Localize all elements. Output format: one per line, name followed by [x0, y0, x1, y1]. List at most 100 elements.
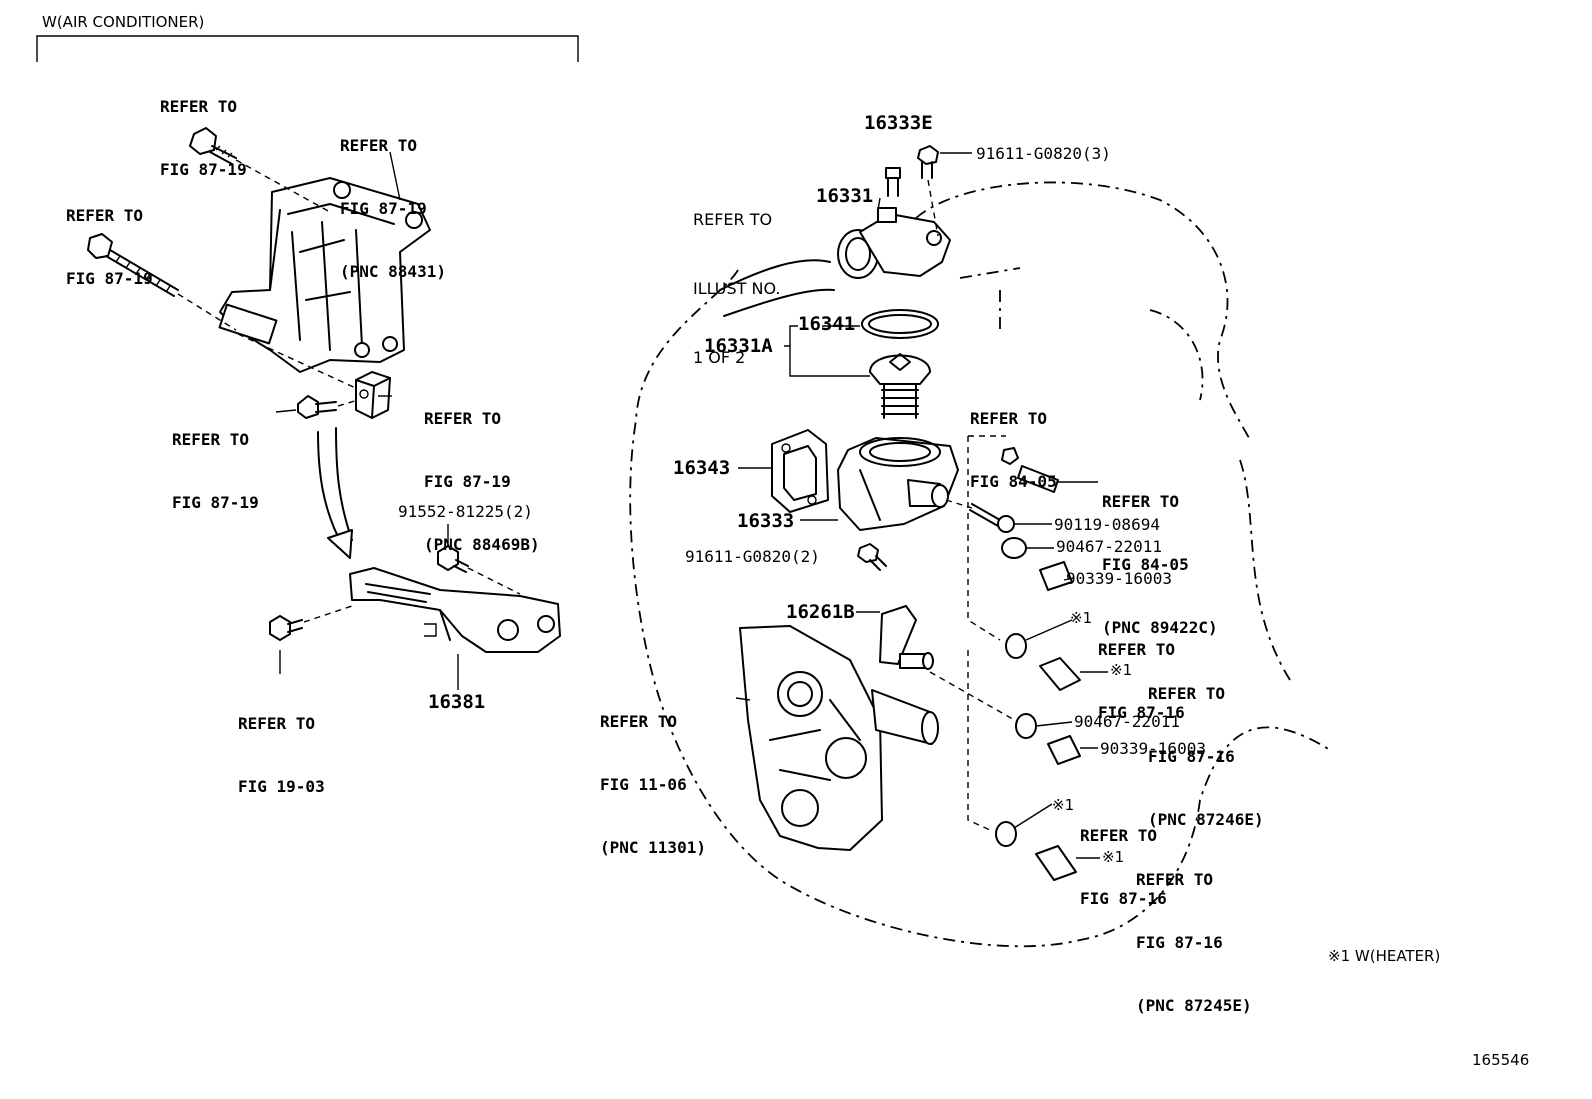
water-outlet-housing-drawing: [837, 437, 959, 531]
leader-dash: [303, 605, 353, 623]
radiator-hose-drawing: [719, 259, 835, 317]
assembly-arrow: [317, 427, 353, 549]
refer-line: FIG 87-16: [1148, 747, 1235, 766]
engine-outline-upper: [915, 181, 1251, 441]
housing-gasket-drawing: [771, 429, 829, 513]
leader-dash: [237, 333, 361, 391]
heater-mark: ※1: [1102, 848, 1125, 866]
compressor-bracket-drawing: [218, 177, 431, 373]
bypass-pipe-drawing: [879, 605, 934, 670]
refer-line: FIG 84-05: [970, 472, 1057, 491]
leader-dash: [945, 499, 973, 509]
refer-line: (PNC 11301): [600, 838, 706, 857]
refer-line: FIG 87-19: [340, 199, 427, 218]
refer-to-fig-87-16-a[interactable]: REFER TO FIG 87-16: [1098, 597, 1185, 744]
temp-sensor-drawing: [1001, 447, 1059, 493]
part-16333[interactable]: 16333: [737, 510, 795, 532]
refer-line: 1 OF 2: [693, 348, 746, 367]
part-90339-16003-b[interactable]: 90339-16003: [1100, 739, 1206, 758]
refer-line: FIG 84-05: [1102, 555, 1189, 574]
refer-to-fig-87-19-small-bolt[interactable]: REFER TO FIG 87-19: [172, 387, 259, 534]
refer-line: FIG 87-16: [1098, 703, 1185, 722]
refer-line: REFER TO: [340, 136, 418, 155]
part-90119-08694[interactable]: 90119-08694: [1054, 515, 1160, 534]
assembly-arrow-head: [327, 529, 353, 559]
leader-lines: [275, 151, 1108, 859]
part-91552-81225[interactable]: 91552-81225(2): [398, 502, 533, 521]
refer-to-fig-84-05-sensor[interactable]: REFER TO FIG 84-05 (PNC 89422C): [1102, 449, 1218, 659]
refer-line: REFER TO: [424, 409, 502, 428]
refer-line: (PNC 89422C): [1102, 618, 1218, 637]
part-16343[interactable]: 16343: [673, 457, 731, 479]
gasket-ring-drawing: [861, 309, 939, 339]
part-91611-G0820-3[interactable]: 91611-G0820(3): [976, 144, 1111, 163]
part-16331A[interactable]: 16331A: [704, 335, 773, 357]
engine-outline-side: [1149, 309, 1291, 681]
heater-mark: ※1: [1052, 796, 1075, 814]
bolt-91611-3-drawing: [917, 145, 939, 179]
refer-to-fig-87-16-pnc-87246e[interactable]: REFER TO FIG 87-16 (PNC 87246E): [1148, 641, 1264, 851]
part-90467-22011-b[interactable]: 90467-22011: [1074, 712, 1180, 731]
part-91611-G0820-2[interactable]: 91611-G0820(2): [685, 547, 820, 566]
part-90339-16003-a[interactable]: 90339-16003: [1066, 569, 1172, 588]
water-inlet-drawing: [837, 207, 951, 279]
refer-line: REFER TO: [238, 714, 316, 733]
refer-line: REFER TO: [172, 430, 250, 449]
hose-drawing: [1035, 845, 1077, 881]
refer-to-illust-1-of-2[interactable]: REFER TO ILLUST NO. 1 OF 2: [693, 162, 780, 392]
part-90467-22011-a[interactable]: 90467-22011: [1056, 537, 1162, 556]
refer-to-fig-87-16-pnc-87245e[interactable]: REFER TO FIG 87-16 (PNC 87245E): [1136, 827, 1252, 1037]
refer-line: FIG 87-19: [172, 493, 259, 512]
refer-line: REFER TO: [160, 97, 238, 116]
refer-to-fig-87-19-upper-bolt[interactable]: REFER TO FIG 87-19: [160, 54, 247, 201]
refer-to-fig-87-19-bracket[interactable]: REFER TO FIG 87-19 (PNC 88431): [340, 93, 446, 303]
section-title: W(AIR CONDITIONER): [42, 13, 205, 31]
leader-dash: [235, 159, 331, 213]
refer-line: FIG 87-19: [66, 269, 153, 288]
section-bracket: [36, 35, 579, 62]
refer-line: REFER TO: [970, 409, 1048, 428]
small-bolt-drawing: [297, 395, 337, 419]
cap-drawing: [1047, 735, 1081, 765]
part-16341[interactable]: 16341: [798, 313, 856, 335]
refer-line: FIG 19-03: [238, 777, 325, 796]
spacer-block-drawing: [355, 371, 391, 419]
refer-line: (PNC 88469B): [424, 535, 540, 554]
refer-to-fig-87-16-b[interactable]: REFER TO FIG 87-16: [1080, 783, 1167, 930]
part-16261B[interactable]: 16261B: [786, 601, 855, 623]
part-16331[interactable]: 16331: [816, 185, 874, 207]
engine-outline-detail: [959, 267, 1021, 330]
refer-line: REFER TO: [1148, 684, 1226, 703]
heater-mark: ※1: [1110, 661, 1133, 679]
alternator-adjust-bar-drawing: [349, 567, 561, 653]
refer-line: FIG 87-19: [160, 160, 247, 179]
refer-to-fig-11-06[interactable]: REFER TO FIG 11-06 (PNC 11301): [600, 669, 706, 879]
illustration-number: 165546: [1472, 1051, 1530, 1069]
refer-line: REFER TO: [1136, 870, 1214, 889]
refer-line: REFER TO: [66, 206, 144, 225]
part-16333E[interactable]: 16333E: [864, 112, 933, 134]
thermostat-drawing: [869, 353, 931, 419]
bolt-upper-drawing: [189, 127, 237, 165]
refer-line: REFER TO: [1080, 826, 1158, 845]
refer-to-fig-87-19-spacer[interactable]: REFER TO FIG 87-19 (PNC 88469B): [424, 366, 540, 576]
clamp-drawing: [1015, 713, 1037, 739]
refer-line: REFER TO: [693, 210, 773, 229]
bolt-lower-drawing: [269, 615, 303, 641]
engine-outline-lower: [629, 269, 1331, 948]
heater-mark: ※1: [1070, 609, 1093, 627]
part-16381[interactable]: 16381: [428, 691, 486, 713]
refer-line: (PNC 87246E): [1148, 810, 1264, 829]
refer-line: FIG 11-06: [600, 775, 687, 794]
refer-to-fig-84-05-a[interactable]: REFER TO FIG 84-05: [970, 366, 1057, 513]
leader-dash: [927, 179, 939, 237]
hose-drawing: [1039, 657, 1081, 691]
refer-to-fig-87-19-long-bolt[interactable]: REFER TO FIG 87-19: [66, 163, 153, 310]
refer-line: (PNC 88431): [340, 262, 446, 281]
refer-line: FIG 87-16: [1136, 933, 1223, 952]
bolt-16333E-drawing: [885, 167, 901, 197]
refer-to-fig-19-03[interactable]: REFER TO FIG 19-03: [238, 671, 325, 818]
leader-dash: [929, 671, 1019, 723]
hose-guide-dash: [967, 436, 1001, 831]
